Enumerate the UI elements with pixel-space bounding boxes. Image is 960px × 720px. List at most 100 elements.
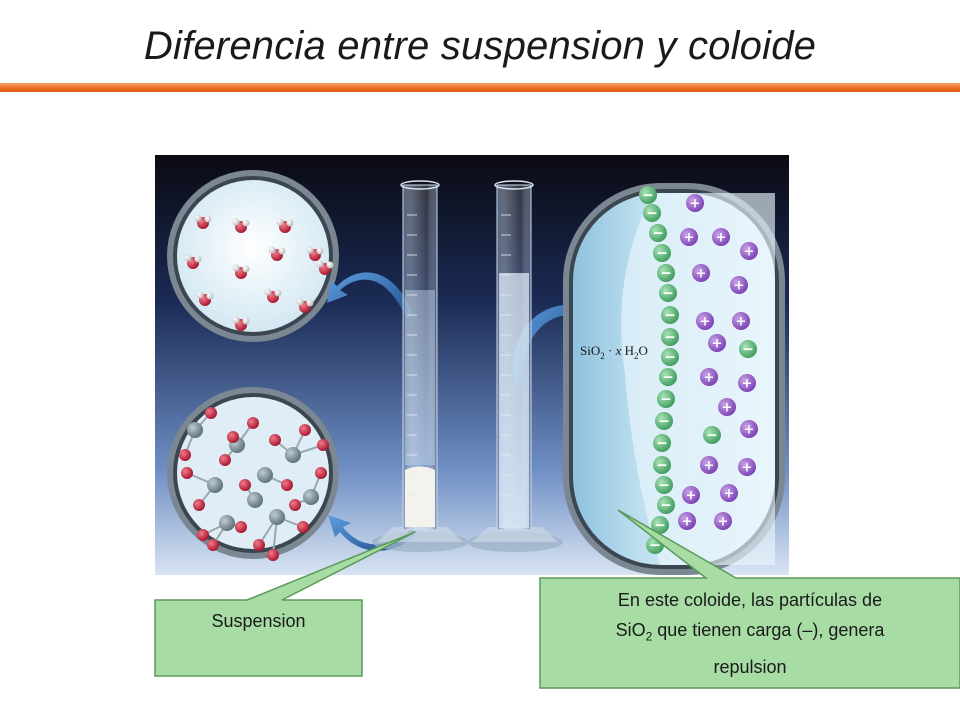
positive-charge: +	[700, 456, 718, 474]
positive-charge: +	[700, 368, 718, 386]
silica-formula: SiO2 · x H2O	[580, 343, 648, 361]
positive-charge: +	[678, 512, 696, 530]
title-underline	[0, 83, 960, 92]
oxygen-atom	[269, 434, 281, 446]
svg-text:−: −	[642, 188, 654, 204]
svg-text:−: −	[656, 436, 668, 452]
positive-charge: +	[720, 484, 738, 502]
colloid-line-2-subscript: 2	[645, 629, 653, 644]
oxygen-atom	[235, 521, 247, 533]
colloid-line-2: SiO2 que tienen carga (–), genera	[540, 615, 960, 652]
negative-charge: −	[661, 306, 679, 324]
oxygen-atom	[227, 431, 239, 443]
silicon-atom	[219, 515, 235, 531]
svg-text:+: +	[704, 371, 715, 386]
water-molecule	[232, 218, 250, 233]
oxygen-atom	[239, 479, 251, 491]
svg-text:+: +	[724, 487, 735, 502]
colloid-line-3: repulsion	[713, 656, 787, 677]
silicon-atom	[247, 492, 263, 508]
negative-charge: −	[661, 348, 679, 366]
svg-text:+: +	[718, 515, 729, 530]
positive-charge: +	[738, 374, 756, 392]
negative-charge: −	[655, 476, 673, 494]
water-molecule	[184, 254, 202, 269]
water-molecules-circle	[167, 170, 339, 342]
colloid-particles-capsule: −−−−−−−−−−−−−−−−−−−−+++++++++++++++++++ …	[563, 183, 785, 575]
svg-text:−: −	[656, 458, 668, 474]
negative-charge: −	[649, 224, 667, 242]
colloid-cylinder	[467, 180, 563, 552]
colloid-line-2-formula: SiO	[615, 620, 646, 640]
svg-text:−: −	[664, 350, 676, 366]
silicon-atom	[285, 447, 301, 463]
negative-charge: −	[739, 340, 757, 358]
water-molecule	[232, 316, 250, 331]
oxygen-atom	[179, 449, 191, 461]
suspension-colloid-figure: −−−−−−−−−−−−−−−−−−−−+++++++++++++++++++ …	[155, 155, 789, 575]
silicon-atom	[207, 477, 223, 493]
svg-text:−: −	[660, 498, 672, 514]
colloid-line-2-rest: que tienen carga (–), genera	[652, 620, 885, 640]
svg-text:−: −	[742, 342, 754, 358]
svg-text:+: +	[744, 423, 755, 438]
svg-text:−: −	[654, 518, 666, 534]
silicon-atom	[187, 422, 203, 438]
positive-charge: +	[732, 312, 750, 330]
positive-charge: +	[682, 486, 700, 504]
colloid-callout-label: En este coloide, las partículas de SiO2 …	[540, 585, 960, 682]
svg-text:−: −	[662, 370, 674, 386]
oxygen-atom	[181, 467, 193, 479]
svg-text:+: +	[686, 489, 697, 504]
oxygen-atom	[205, 407, 217, 419]
oxygen-atom	[281, 479, 293, 491]
svg-text:−: −	[649, 538, 661, 554]
negative-charge: −	[657, 390, 675, 408]
positive-charge: +	[738, 458, 756, 476]
positive-charge: +	[712, 228, 730, 246]
negative-charge: −	[651, 516, 669, 534]
silicon-atom	[257, 467, 273, 483]
svg-text:+: +	[722, 401, 733, 416]
svg-text:+: +	[682, 515, 693, 530]
negative-charge: −	[639, 186, 657, 204]
oxygen-atom	[207, 539, 219, 551]
negative-charge: −	[703, 426, 721, 444]
water-molecule	[268, 246, 286, 261]
oxygen-atom	[289, 499, 301, 511]
water-molecule	[194, 214, 212, 229]
svg-text:−: −	[664, 330, 676, 346]
svg-text:+: +	[700, 315, 711, 330]
svg-text:+: +	[734, 279, 745, 294]
water-molecule	[232, 264, 250, 279]
svg-text:−: −	[662, 286, 674, 302]
positive-charge: +	[692, 264, 710, 282]
positive-charge: +	[740, 420, 758, 438]
positive-charge: +	[718, 398, 736, 416]
silicon-atom	[303, 489, 319, 505]
negative-charge: −	[659, 368, 677, 386]
negative-charge: −	[653, 434, 671, 452]
svg-text:−: −	[646, 206, 658, 222]
water-molecule	[296, 298, 314, 313]
oxygen-atom	[219, 454, 231, 466]
negative-charge: −	[657, 264, 675, 282]
svg-text:−: −	[652, 226, 664, 242]
colloid-line-1: En este coloide, las partículas de	[617, 590, 883, 610]
positive-charge: +	[680, 228, 698, 246]
negative-charge: −	[646, 536, 664, 554]
suspension-callout-label: Suspension	[155, 606, 362, 636]
negative-charge: −	[659, 284, 677, 302]
svg-text:+: +	[744, 245, 755, 260]
svg-text:+: +	[712, 337, 723, 352]
svg-text:−: −	[706, 428, 718, 444]
oxygen-atom	[253, 539, 265, 551]
svg-text:+: +	[736, 315, 747, 330]
negative-charge: −	[653, 244, 671, 262]
positive-charge: +	[686, 194, 704, 212]
svg-text:+: +	[690, 197, 701, 212]
positive-charge: +	[708, 334, 726, 352]
slide-title: Diferencia entre suspension y coloide	[143, 24, 817, 68]
silicon-atom	[269, 509, 285, 525]
negative-charge: −	[657, 496, 675, 514]
